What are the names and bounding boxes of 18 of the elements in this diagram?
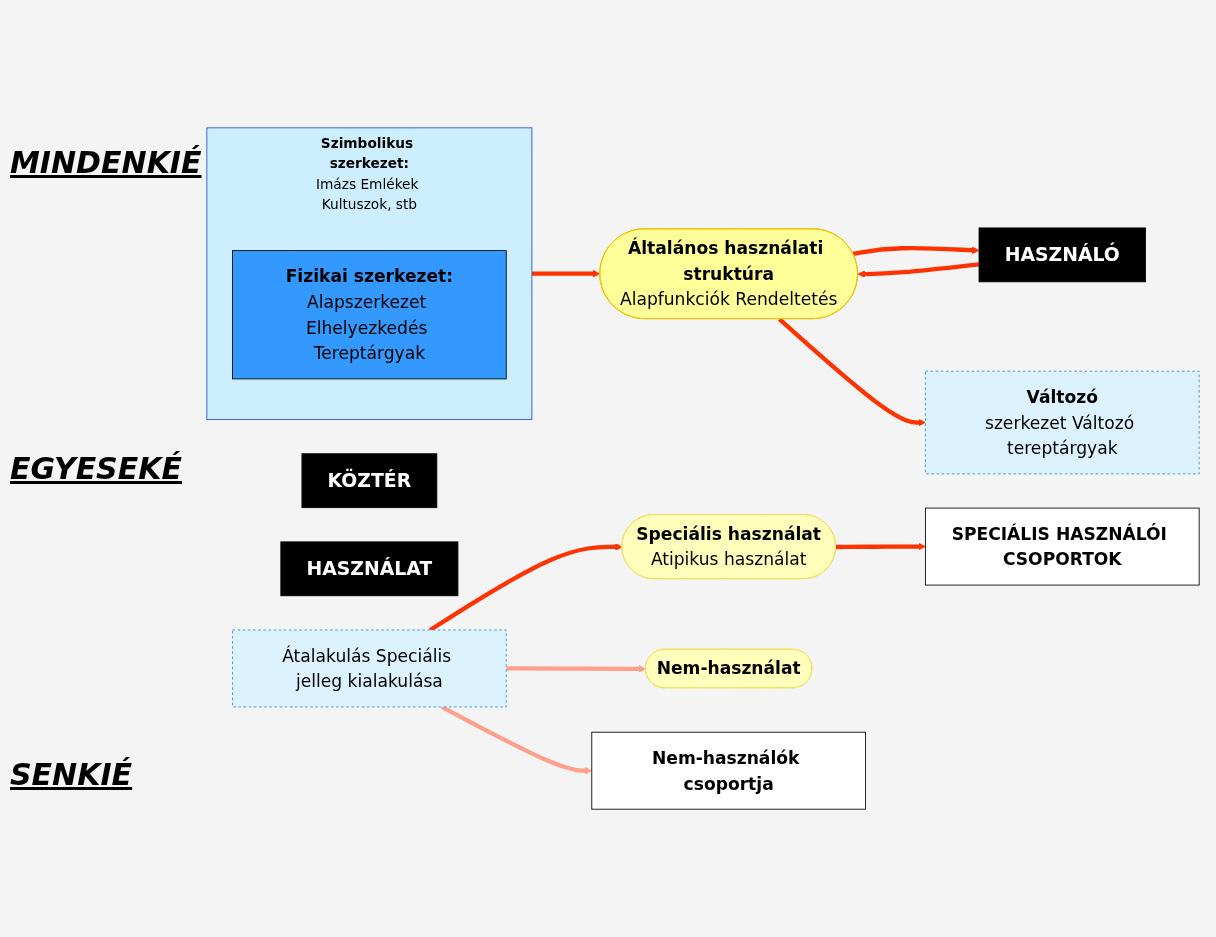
node-box: SPECIÁLIS HASZNÁLÓI CSOPORTOK — [925, 507, 1200, 586]
band-label: EGYESEKÉ — [10, 451, 183, 486]
node-box: Nem-használók csoportja — [591, 731, 866, 810]
node-box: HASZNÁLAT — [280, 541, 459, 597]
arrow — [835, 542, 926, 551]
band-label: MINDENKIÉ — [10, 145, 200, 181]
arrow — [506, 665, 647, 673]
node-box: Átalakulás Speciális jelleg kialakulása — [232, 629, 507, 708]
node-box: KÖZTÉR — [301, 453, 438, 509]
node-box: HASZNÁLÓ — [978, 227, 1146, 283]
arrow — [531, 269, 601, 278]
node-box: Változó szerkezet Változó tereptárgyak — [925, 370, 1200, 475]
arrow — [857, 262, 980, 278]
arrow — [440, 705, 593, 775]
arrow — [852, 245, 980, 256]
arrow — [778, 317, 926, 427]
node-box: Fizikai szerkezet: Alapszerkezet Elhelyezkedés Tereptárgyak — [232, 250, 507, 380]
band-label: SENKIÉ — [10, 756, 134, 792]
